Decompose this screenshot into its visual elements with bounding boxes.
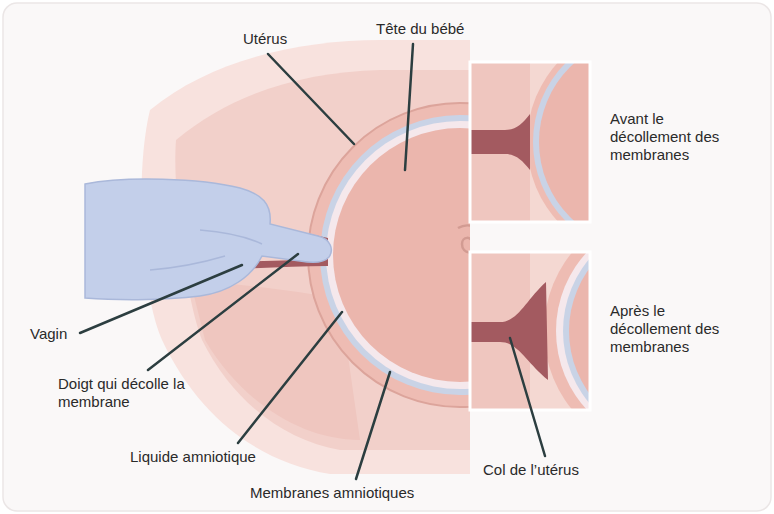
part-label: Vagin [30,325,67,343]
part-label: Après le décollement des membranes [610,302,742,356]
label-slot: Avant le décollement des membranes [610,110,742,164]
leader-line [405,44,413,170]
part-label: Col de l’utérus [483,461,579,479]
label-slot: Tête du bébé [376,20,464,38]
leader-line [356,372,390,479]
gloved-hand [85,179,331,300]
label-slot: Doigt qui décolle la membrane [58,375,188,411]
label-slot: Col de l’utérus [483,461,579,479]
background-panel [3,3,771,511]
inset-before [470,24,763,260]
part-label: Doigt qui décolle la membrane [58,375,188,411]
inset-after [470,207,774,455]
leader-line [268,54,354,144]
label-slot: Utérus [243,30,287,48]
part-label: Avant le décollement des membranes [610,110,742,164]
part-label: Utérus [243,30,287,48]
leader-line [238,312,342,443]
part-label: Liquide amniotique [130,448,256,466]
label-slot: Vagin [30,325,67,343]
leader-lines [80,44,545,479]
leader-line [510,338,545,456]
label-slot: Liquide amniotique [130,448,256,466]
part-label: Tête du bébé [376,20,464,38]
leader-line [148,254,298,370]
part-label: Membranes amniotiques [250,484,414,502]
label-slot: Après le décollement des membranes [610,302,742,356]
leader-line [80,265,242,333]
label-slot: Membranes amniotiques [250,484,414,502]
